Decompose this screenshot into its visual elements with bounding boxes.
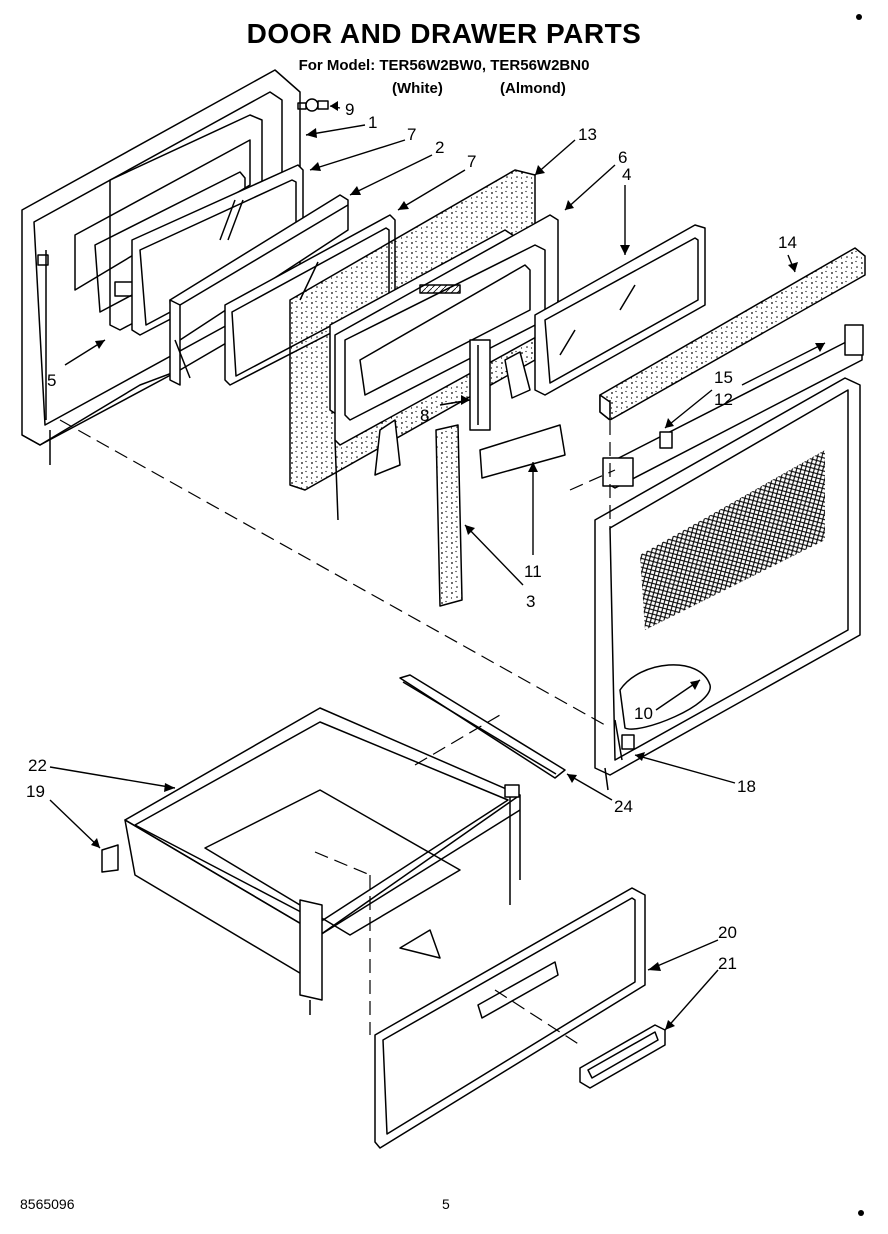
leader-arrowheads [91, 101, 825, 1030]
variant-white-label: (White) [392, 80, 443, 97]
drawer-handle [579, 1024, 666, 1089]
callout-19: 19 [26, 782, 45, 801]
vent-strip [479, 424, 566, 479]
callout-22: 22 [28, 756, 47, 775]
outer-door-front [594, 377, 861, 791]
callout-3: 3 [526, 592, 535, 611]
callout-20: 20 [718, 923, 737, 942]
callout-7-front: 7 [407, 125, 416, 144]
callout-8: 8 [420, 406, 429, 425]
part-number: 8565096 [20, 1196, 75, 1212]
callout-14: 14 [778, 233, 797, 252]
glass-frame [169, 194, 349, 386]
page-title: DOOR AND DRAWER PARTS [246, 18, 642, 49]
drawer-bracket [101, 844, 119, 873]
alignment-lines [59, 400, 616, 1046]
side-insulation-strip [435, 424, 463, 607]
outer-glass [534, 224, 706, 396]
drawer-front [374, 887, 646, 1149]
screw-part [305, 98, 329, 112]
callout-13: 13 [578, 125, 597, 144]
door-handle [602, 324, 864, 489]
drawer-rail [399, 674, 566, 779]
corner-dot-bottom [858, 1210, 864, 1216]
callout-10: 10 [634, 704, 653, 723]
callout-7-inner: 7 [467, 152, 476, 171]
callout-2: 2 [435, 138, 444, 157]
callout-5: 5 [47, 371, 56, 390]
page-number: 5 [442, 1196, 450, 1212]
callout-18: 18 [737, 777, 756, 796]
drawer-body [124, 707, 521, 1015]
callout-4: 4 [622, 165, 631, 184]
callout-9: 9 [345, 100, 354, 119]
corner-dot-top [856, 14, 862, 20]
callout-21: 21 [718, 954, 737, 973]
callout-12: 12 [714, 390, 733, 409]
callout-1: 1 [368, 113, 377, 132]
callout-15: 15 [714, 368, 733, 387]
callout-11: 11 [524, 562, 542, 581]
model-line: For Model: TER56W2BW0, TER56W2BN0 [298, 57, 590, 74]
top-door-trim [599, 247, 866, 421]
callout-6: 6 [618, 148, 627, 167]
callout-24: 24 [614, 797, 633, 816]
variant-almond-label: (Almond) [500, 80, 566, 97]
hinge-bracket [469, 339, 491, 431]
